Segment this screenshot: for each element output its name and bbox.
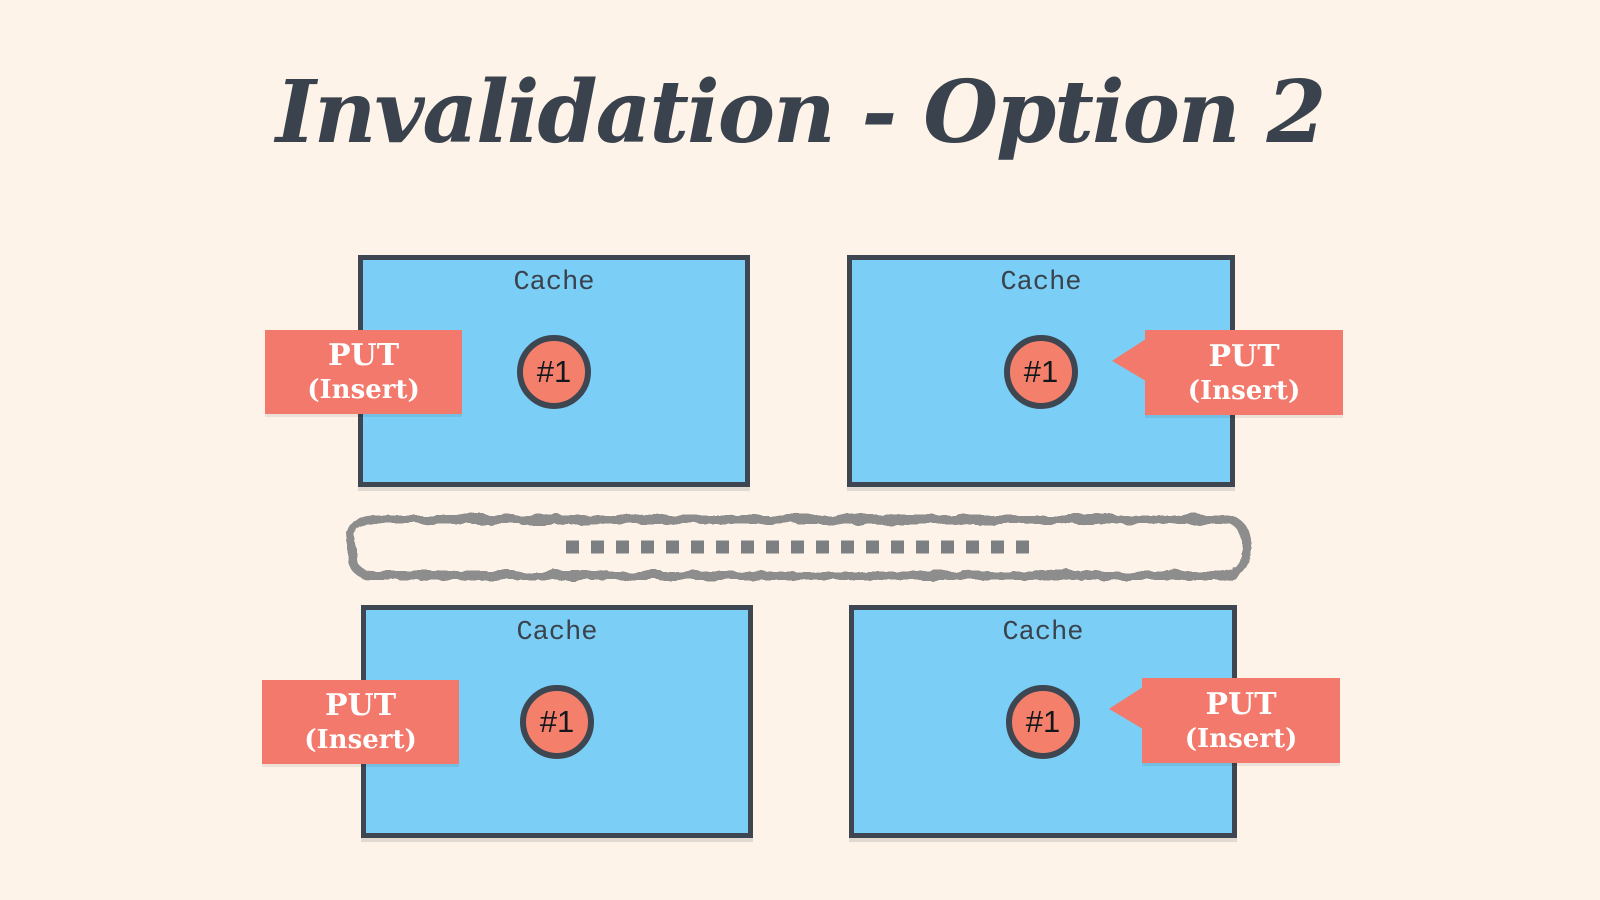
put-label-text: PUT bbox=[1208, 338, 1280, 374]
cache-entry-label: #1 bbox=[1023, 354, 1059, 389]
cache-entry-label: #1 bbox=[539, 704, 575, 739]
cache-entry-label: #1 bbox=[536, 354, 572, 389]
put-label-text: PUT bbox=[1205, 686, 1277, 722]
put-insert-label-bottom-right: PUT (Insert) bbox=[1109, 678, 1340, 763]
cache-entry-label: #1 bbox=[1025, 704, 1061, 739]
cache-entry-circle: #1 bbox=[1006, 685, 1080, 759]
cache-entry-circle: #1 bbox=[1004, 335, 1078, 409]
put-label-subtext: (Insert) bbox=[304, 725, 417, 755]
put-label-text: PUT bbox=[324, 688, 397, 723]
put-insert-label-top-right: PUT (Insert) bbox=[1112, 330, 1343, 415]
put-label-subtext: (Insert) bbox=[1184, 723, 1298, 754]
put-insert-label-top-left: PUT (Insert) bbox=[265, 330, 462, 414]
cache-box-title: Cache bbox=[1000, 268, 1082, 298]
put-label-text: PUT bbox=[327, 338, 400, 373]
cache-entry-circle: #1 bbox=[517, 335, 591, 409]
put-insert-label-bottom-left: PUT (Insert) bbox=[262, 680, 459, 764]
page-title: Invalidation - Option 2 bbox=[275, 62, 1327, 163]
cache-box-title: Cache bbox=[513, 268, 595, 298]
cache-box-title: Cache bbox=[516, 618, 598, 648]
put-label-subtext: (Insert) bbox=[307, 375, 420, 405]
cache-entry-circle: #1 bbox=[520, 685, 594, 759]
message-bus-pipe bbox=[347, 515, 1250, 580]
cache-box-title: Cache bbox=[1002, 618, 1084, 648]
put-label-subtext: (Insert) bbox=[1187, 375, 1301, 406]
